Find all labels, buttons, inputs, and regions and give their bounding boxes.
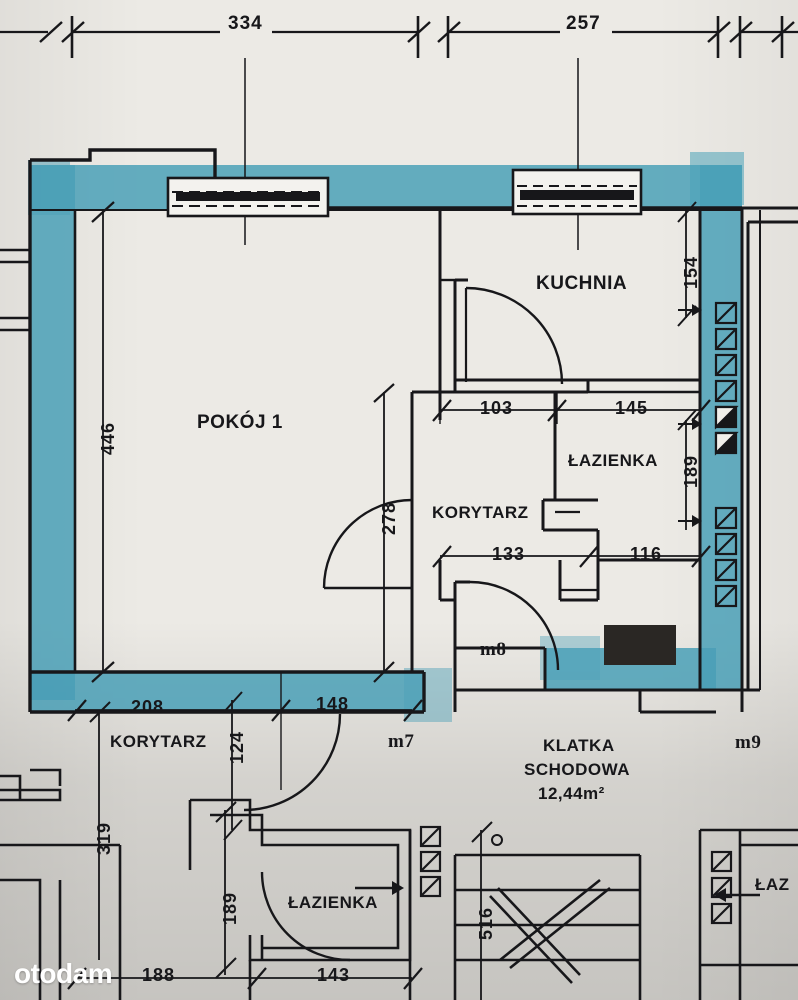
dimension-446: 446 (98, 421, 119, 456)
direction-arrows (355, 881, 760, 902)
dimension-148: 148 (316, 694, 350, 714)
structural-column (604, 625, 676, 665)
plan-dimension-lines (67, 201, 711, 1000)
dimension-124: 124 (227, 730, 248, 765)
dimension-top-257: 257 (566, 13, 601, 34)
dimension-154: 154 (681, 255, 702, 290)
dimension-516: 516 (476, 906, 497, 941)
interior-partitions (410, 210, 700, 712)
dimension-189-upper: 189 (681, 454, 702, 489)
lower-floor-plan (0, 768, 798, 1000)
flat-label-m7: m7 (388, 731, 415, 752)
room-label-lazienka-2: ŁAZIENKA (288, 893, 378, 912)
stairwell-label-line1: KLATKA (543, 736, 615, 755)
dimension-103: 103 (480, 398, 514, 418)
dimension-319: 319 (94, 821, 115, 856)
window-left (166, 176, 330, 218)
door-swings (243, 286, 564, 962)
dimension-133: 133 (492, 544, 526, 564)
top-dimension-line (0, 16, 798, 58)
ventilation-shafts (419, 301, 739, 925)
stairwell-area: 12,44m² (538, 784, 605, 803)
room-label-kuchnia: KUCHNIA (536, 273, 628, 294)
dimension-top-334: 334 (228, 13, 263, 34)
stairwell-label-line2: SCHODOWA (524, 760, 630, 779)
stairwell-walls (455, 646, 716, 714)
dimension-189-lower: 189 (220, 891, 241, 926)
otodam-watermark: otodam (14, 958, 113, 989)
window-right (511, 168, 643, 216)
room-label-pokoj1: POKÓJ 1 (197, 412, 283, 433)
room-label-lazienka-3: ŁAZ (755, 875, 790, 894)
room-label-lazienka-1: ŁAZIENKA (568, 451, 658, 470)
projection-lines (244, 58, 579, 250)
room-label-korytarz-2: KORYTARZ (110, 732, 207, 751)
right-outer-walls (698, 206, 798, 712)
flat-label-m8: m8 (480, 639, 507, 660)
dimension-208: 208 (131, 697, 165, 717)
dimension-278: 278 (379, 501, 400, 536)
dimension-143: 143 (317, 965, 351, 985)
dimension-145: 145 (615, 398, 649, 418)
dimension-188: 188 (142, 965, 176, 985)
room-label-korytarz-1: KORYTARZ (432, 503, 529, 522)
flat-label-m9: m9 (735, 732, 762, 753)
dimension-116: 116 (630, 544, 663, 564)
